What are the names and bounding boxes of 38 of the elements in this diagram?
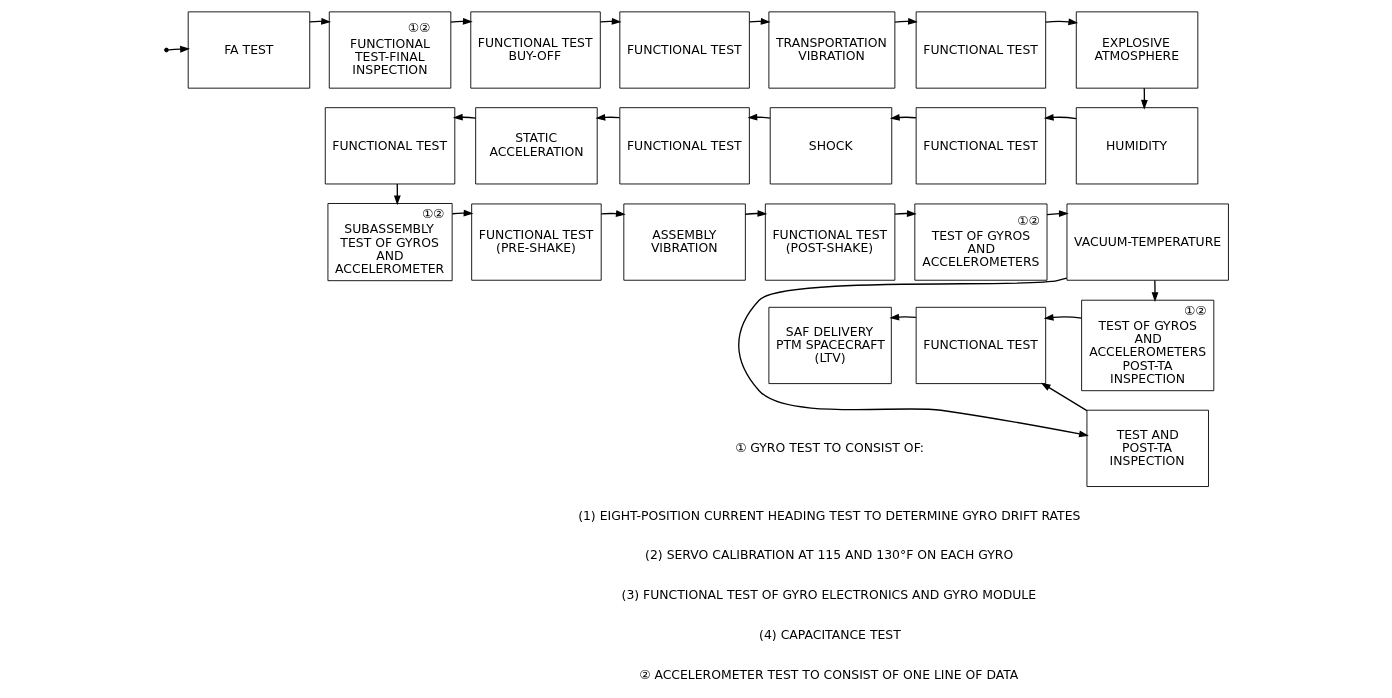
node-box: ①② TEST OF GYROS AND ACCELEROMETERS — [913, 203, 1047, 281]
node-box: SHOCK — [769, 107, 892, 185]
node-box: TRANSPORTATION VIBRATION — [767, 11, 895, 89]
arrow — [1043, 113, 1077, 121]
label: (2) SERVO CALIBRATION AT 115 AND 130°F ON EACH GYRO — [644, 547, 1013, 563]
node-box: STATIC ACCELERATION — [474, 107, 598, 185]
node-box: FA TEST — [187, 11, 310, 89]
node-box: FUNCTIONAL TEST — [915, 306, 1046, 385]
node-box: FUNCTIONAL TEST (PRE-SHAKE) — [470, 203, 602, 281]
label: (1) EIGHT-POSITION CURRENT HEADING TEST TO DETERMINE GYRO DRIFT RATES — [577, 507, 1080, 523]
node-box: FUNCTIONAL TEST — [915, 11, 1046, 89]
arrow — [744, 210, 767, 217]
node-box: ①② FUNCTIONAL TEST-FINAL INSPECTION — [328, 11, 451, 89]
label: ② ACCELEROMETER TEST TO CONSIST OF ONE LINE OF DATA — [638, 667, 1018, 683]
node-box: FUNCTIONAL TEST — [618, 11, 750, 89]
label: (3) FUNCTIONAL TEST OF GYRO ELECTRONICS AND GYRO MODULE — [621, 587, 1036, 603]
node-box: VACUUM-TEMPERATURE — [1066, 203, 1229, 281]
node-box: FUNCTIONAL TEST — [324, 107, 455, 185]
node-box: FUNCTIONAL TEST — [618, 107, 750, 185]
arrow — [1151, 279, 1158, 302]
arrow — [1045, 210, 1069, 217]
node-box: ①② SUBASSEMBLY TEST OF GYROS AND ACCELEROMETER — [327, 203, 453, 282]
node-box: FUNCTIONAL TEST BUY-OFF — [469, 11, 601, 89]
node-box: TEST AND POST-TA INSPECTION — [1086, 409, 1209, 487]
arrow — [888, 313, 916, 321]
arrow — [737, 277, 1089, 438]
node-box: ①② TEST OF GYROS AND ACCELEROMETERS POST-TA INSPECTION — [1080, 299, 1214, 392]
node-box: SAF DELIVERY PTM SPACECRAFT (LTV) — [767, 306, 892, 385]
arrow — [1040, 382, 1088, 412]
node-box: ASSEMBLY VIBRATION — [622, 203, 746, 281]
node-box: FUNCTIONAL TEST (POST-SHAKE) — [764, 203, 895, 281]
node-box: HUMIDITY — [1075, 107, 1198, 185]
label: (4) CAPACITANCE TEST — [758, 627, 901, 643]
arrow — [1043, 313, 1082, 321]
node-box: EXPLOSIVE ATMOSPHERE — [1075, 11, 1198, 89]
label: ① GYRO TEST TO CONSIST OF: — [734, 439, 924, 455]
node-box: FUNCTIONAL TEST — [915, 107, 1046, 185]
arrow — [1044, 18, 1078, 26]
